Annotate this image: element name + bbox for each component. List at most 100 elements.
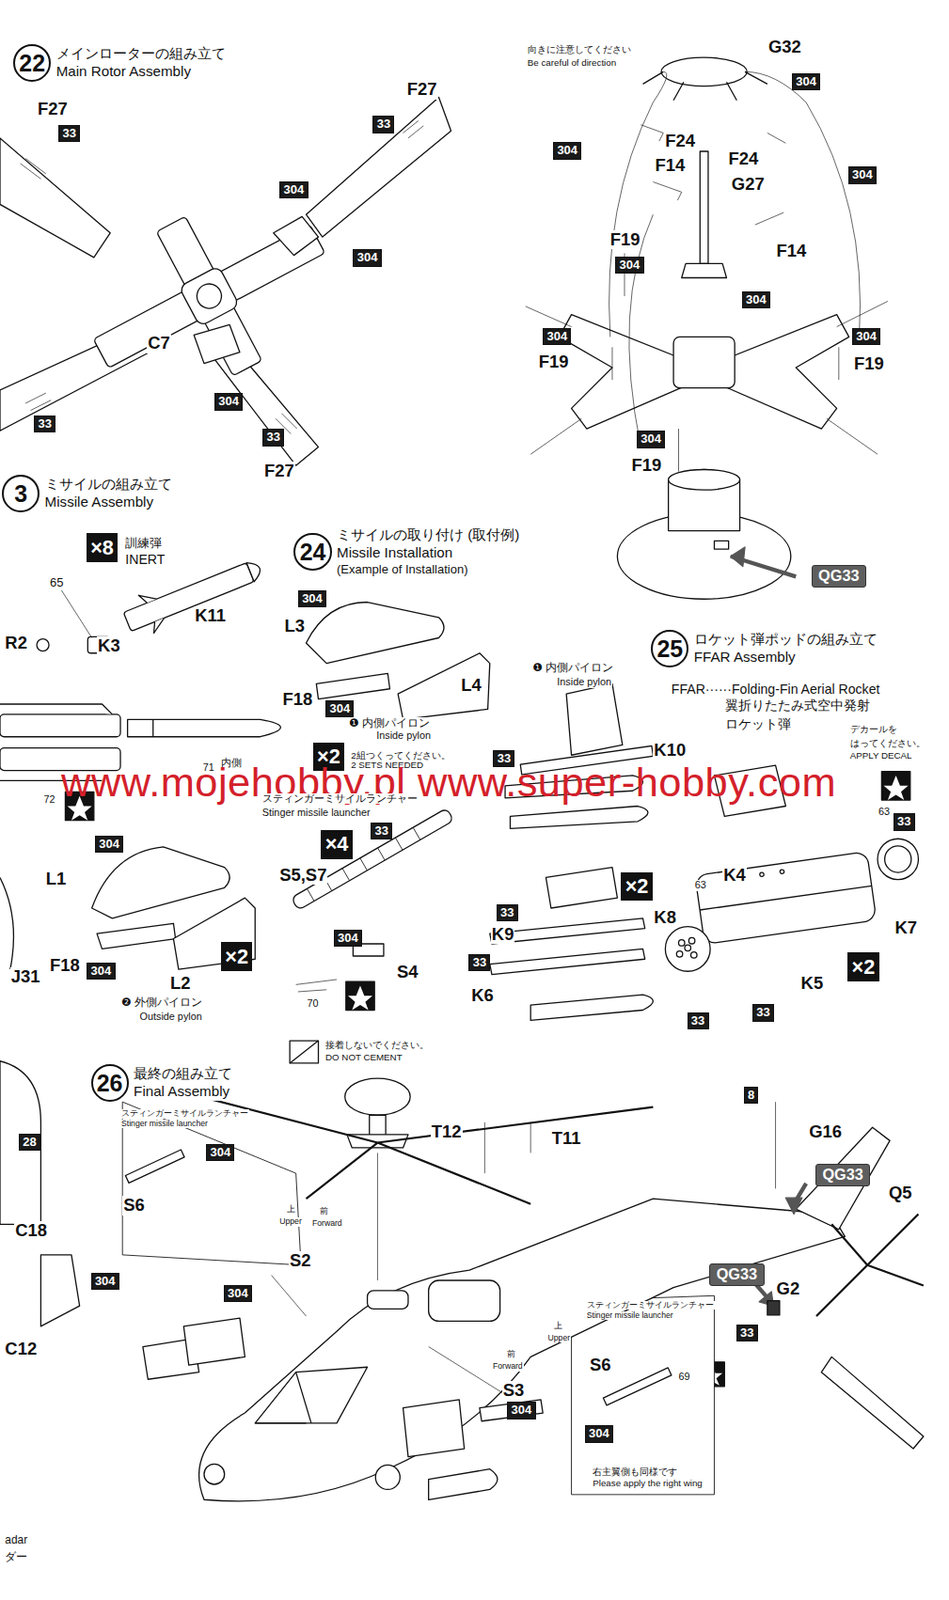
step-circle: 25 (650, 630, 689, 668)
paint-code-text: 33 (740, 1326, 754, 1341)
quantity-badge-text: ×4 (325, 832, 349, 856)
paint-code: 304 (615, 256, 644, 274)
part-label: L1 (45, 869, 68, 889)
note-text: 右主翼側も同様です (591, 1468, 679, 1479)
paint-code: 304 (852, 328, 881, 346)
heading-japanese: ミサイルの取り付け (取付例) (336, 526, 520, 545)
paint-code-text: 304 (98, 837, 120, 852)
part-label: T12 (430, 1122, 463, 1142)
heading-english: Missile Assembly (45, 493, 173, 512)
part-label: K3 (96, 636, 122, 656)
note-text: 接着しないでください。 (324, 1041, 430, 1052)
note-text: Be careful of direction (526, 58, 617, 69)
paint-code-text: 304 (852, 167, 873, 182)
part-label: K5 (800, 974, 825, 994)
note-text: 65 (48, 576, 64, 590)
paint-code: 33 (736, 1325, 759, 1343)
quantity-badge: ×2 (620, 872, 652, 902)
step-number: 26最終の組み立てFinal Assembly (91, 1064, 234, 1103)
note-text: 前 (318, 1207, 330, 1218)
paint-code-text: 304 (337, 931, 359, 946)
quantity-badge-text: ×2 (625, 874, 649, 899)
heading-english: Main Rotor Assembly (56, 63, 226, 81)
paint-code-text: 304 (619, 257, 641, 272)
part-label: F14 (775, 241, 808, 261)
step-number: 24ミサイルの取り付け (取付例)Missile Installation(Ex… (293, 526, 520, 578)
paint-tag: QG33 (815, 1164, 870, 1187)
paint-code: 304 (585, 1425, 614, 1443)
paint-code: 304 (506, 1402, 536, 1420)
part-label: J31 (10, 967, 42, 987)
note-text: Inside pylon (555, 677, 613, 689)
paint-code: 28 (18, 1134, 41, 1152)
note-text: Please apply the right wing (591, 1479, 704, 1490)
heading-japanese: メインローターの組み立て (56, 45, 226, 64)
step-number: 25 ロケット弾ポッドの組み立てFFAR Assembly (650, 630, 878, 668)
part-label: G27 (730, 174, 766, 194)
part-label: F27 (36, 99, 69, 119)
part-label: F19 (853, 354, 886, 374)
part-label: Q5 (887, 1184, 914, 1203)
paint-code-text: 304 (94, 1274, 116, 1289)
paint-code: 33 (752, 1004, 775, 1022)
paint-code: 33 (893, 813, 916, 831)
heading-english: Final Assembly (133, 1083, 233, 1102)
heading-japanese: 最終の組み立て (133, 1065, 233, 1084)
paint-code-text: 33 (756, 1005, 770, 1020)
paint-code: 304 (223, 1285, 253, 1303)
note-text: APPLY DECAL (849, 751, 914, 762)
paint-code-text: 304 (795, 74, 817, 89)
part-label: F18 (48, 956, 81, 976)
quantity-badge: ×2 (221, 942, 253, 971)
part-label: C12 (3, 1340, 38, 1360)
step-heading: ミサイルの組み立てMissile Assembly (45, 475, 173, 512)
paint-code: 304 (298, 590, 327, 608)
paint-code: 304 (333, 930, 363, 948)
paint-code: 304 (848, 166, 877, 184)
part-label: K6 (470, 986, 495, 1006)
paint-code: 304 (636, 430, 665, 448)
paint-code: 33 (58, 125, 80, 143)
note-text: 上 (285, 1205, 297, 1216)
heading-english: FFAR Assembly (694, 648, 878, 667)
note-text: 69 (677, 1372, 691, 1384)
part-label: L3 (284, 616, 307, 636)
part-label: S6 (588, 1356, 613, 1376)
paint-code: 304 (279, 181, 308, 199)
paint-tag-text: QG33 (818, 567, 859, 585)
paint-code-text: 304 (284, 182, 305, 197)
step-heading: ミサイルの取り付け (取付例)Missile Installation(Exam… (336, 526, 520, 578)
quantity-badge-text: ×8 (90, 536, 114, 560)
quantity-badge: ×8 (86, 533, 118, 562)
note-text: ❶ 内側パイロン (347, 717, 431, 730)
note-text: はってください。 (849, 739, 927, 750)
paint-code-text: 304 (588, 1426, 610, 1441)
paint-code: 33 (372, 115, 395, 133)
part-label: S6 (122, 1196, 146, 1216)
heading-japanese: ロケット弾ポッドの組み立て (694, 631, 878, 649)
note-text: Stinger missile launcher (261, 807, 372, 820)
paint-code: 33 (33, 415, 56, 433)
paint-code-text: 304 (745, 292, 767, 307)
heading-english: Missile Installation (336, 544, 520, 563)
paint-code-text: 304 (301, 591, 323, 606)
quantity-badge: ×2 (847, 952, 879, 981)
paint-tag-text: QG33 (716, 1265, 758, 1283)
paint-code: 304 (325, 700, 354, 718)
step-circle: 26 (91, 1064, 129, 1103)
paint-code: 304 (791, 73, 821, 91)
paint-code: 304 (352, 249, 381, 267)
part-label: F19 (537, 352, 570, 372)
paint-code-text: 304 (547, 329, 569, 344)
paint-code: 304 (542, 328, 571, 346)
paint-code-text: 33 (897, 814, 911, 829)
paint-code-text: 304 (556, 142, 578, 158)
part-label: L2 (169, 974, 192, 994)
part-label: K11 (193, 606, 227, 626)
part-label: G16 (807, 1122, 843, 1142)
part-label: L4 (459, 676, 483, 696)
note-text: Forward (311, 1219, 344, 1230)
note-text: Inside pylon (375, 730, 432, 743)
note-text: スティンガーミサイルランチャー (261, 793, 419, 806)
part-label: S3 (502, 1381, 526, 1401)
